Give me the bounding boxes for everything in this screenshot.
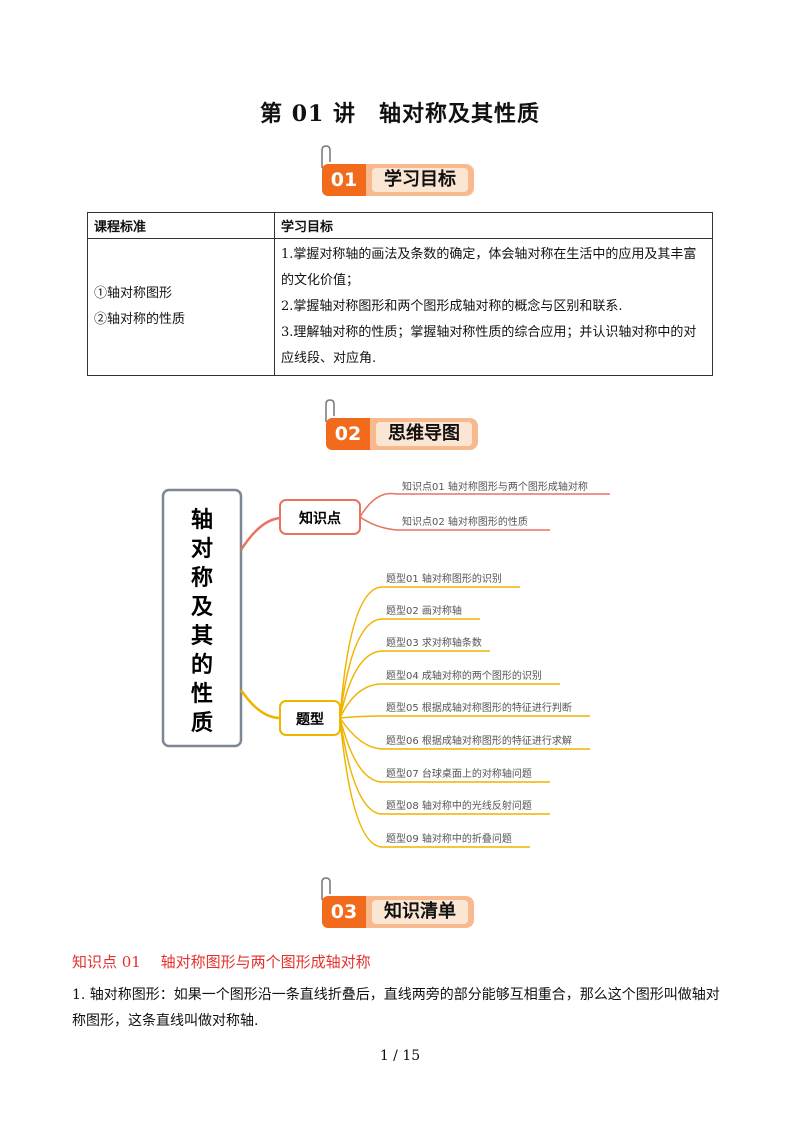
- objective-item: 2.掌握轴对称图形和两个图形成轴对称的概念与区别和联系.: [281, 299, 623, 314]
- objective-item: 1.掌握对称轴的画法及条数的确定，体会轴对称在生活中的应用及其丰富的文化价值；: [281, 247, 697, 288]
- definition-paragraph: 1. 轴对称图形：如果一个图形沿一条直线折叠后，直线两旁的部分能够互相重合，那么…: [72, 987, 720, 1029]
- badge-label: 学习目标: [384, 169, 456, 190]
- badge-label: 知识清单: [384, 901, 456, 922]
- mindmap-type-item: 题型08 轴对称中的光线反射问题: [386, 799, 532, 812]
- table-header-standard: 课程标准: [87, 212, 275, 239]
- objectives-table: 课程标准 学习目标 ①轴对称图形 ②轴对称的性质 1.掌握对称轴的画法及条数的确…: [87, 212, 713, 376]
- mindmap-knowledge-item: 知识点01 轴对称图形与两个图形成轴对称: [402, 480, 588, 493]
- mindmap-type-item: 题型09 轴对称中的折叠问题: [386, 832, 512, 845]
- mindmap-root-char: 质: [191, 711, 213, 736]
- standards-cell: ①轴对称图形 ②轴对称的性质: [87, 238, 275, 376]
- mindmap-branch-label: 知识点: [299, 510, 341, 527]
- standard-item: ①轴对称图形: [94, 286, 173, 301]
- paperclip-icon: [321, 877, 331, 900]
- page-number: 1 / 15: [379, 1048, 421, 1064]
- page-title: 第 01 讲 轴对称及其性质: [260, 101, 540, 127]
- mindmap-type-item: 题型06 根据成轴对称图形的特征进行求解: [386, 734, 572, 747]
- mindmap-root-box: [161, 488, 243, 748]
- mindmap-knowledge-item: 知识点02 轴对称图形的性质: [402, 515, 528, 528]
- badge-number: 03: [322, 896, 366, 928]
- mindmap-type-item: 题型04 成轴对称的两个图形的识别: [386, 669, 542, 682]
- badge-label: 思维导图: [388, 423, 460, 444]
- section-badge-knowledge: 03 知识清单: [321, 877, 482, 934]
- paperclip-icon: [321, 145, 331, 168]
- section-badge-objectives: 01 学习目标: [321, 145, 482, 202]
- section-badge-mindmap: 02 思维导图: [325, 399, 486, 456]
- badge-number: 01: [322, 164, 366, 196]
- mindmap-type-item: 题型02 画对称轴: [386, 604, 462, 617]
- mindmap-root-char: 对: [191, 537, 213, 562]
- mindmap-root-char: 轴: [191, 507, 213, 533]
- mindmap-root-char: 性: [191, 682, 213, 707]
- objective-item: 3.理解轴对称的性质；掌握轴对称性质的综合应用；并认识轴对称中的对应线段、对应角…: [281, 325, 697, 366]
- mindmap-type-item: 题型05 根据成轴对称图形的特征进行判断: [386, 701, 572, 714]
- mindmap-root-char: 的: [191, 652, 213, 678]
- badge-number: 02: [326, 418, 370, 450]
- mindmap-type-item: 题型01 轴对称图形的识别: [386, 572, 502, 585]
- mindmap-type-item: 题型03 求对称轴条数: [386, 636, 482, 649]
- mindmap-root-char: 称: [191, 565, 213, 591]
- objectives-cell: 1.掌握对称轴的画法及条数的确定，体会轴对称在生活中的应用及其丰富的文化价值； …: [274, 238, 713, 376]
- mindmap-type-item: 题型07 台球桌面上的对称轴问题: [386, 767, 532, 780]
- paperclip-icon: [325, 399, 335, 422]
- mindmap-branch-label: 题型: [296, 711, 324, 728]
- mind-map: 轴 对 称 及 其 的 性 质 知识点 知识点01 轴对称图形与两个图形成轴对称…: [161, 480, 610, 848]
- mindmap-root-char: 及: [191, 595, 214, 620]
- mindmap-root-char: 其: [191, 624, 213, 649]
- standard-item: ②轴对称的性质: [94, 312, 186, 327]
- section-heading: 知识点 01 轴对称图形与两个图形成轴对称: [72, 953, 371, 971]
- table-header-objectives: 学习目标: [274, 212, 713, 239]
